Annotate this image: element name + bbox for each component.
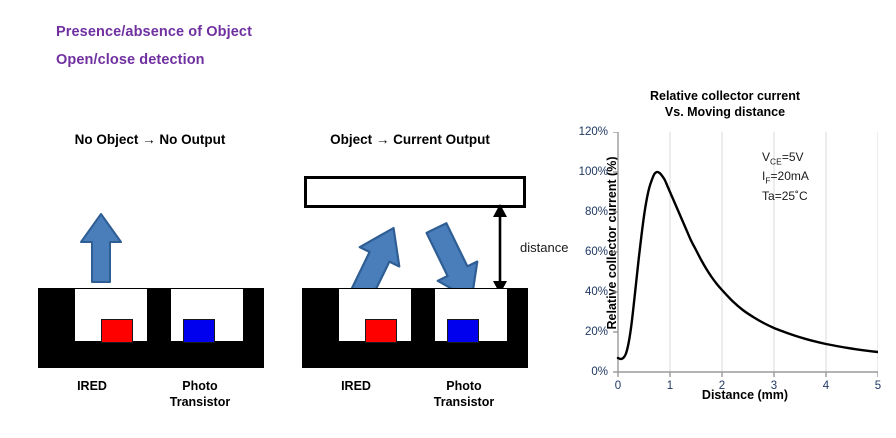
sensor-housing-no-object	[38, 288, 264, 368]
device-label-ired: IRED	[341, 379, 371, 393]
ired-chip	[365, 319, 397, 343]
device-label-phototransistor: Photo Transistor	[433, 379, 495, 409]
heading-line-1: Presence/absence of Object	[56, 24, 253, 40]
annotation-vce: VCE=5V	[762, 150, 804, 167]
chart-x-axis-title: Distance (mm)	[701, 388, 789, 402]
chart-y-tick: 80%	[584, 206, 608, 218]
chart-y-tick: 20%	[584, 326, 608, 338]
chart-x-tick: 2	[718, 380, 726, 392]
chart-x-tick: 1	[666, 380, 674, 392]
chart-curve-series	[616, 170, 878, 361]
chart-axis-lines	[617, 132, 878, 373]
chart-annotations: VCE=5V IF=20mA Ta=25˚C	[762, 150, 809, 204]
chart-x-tick: 4	[822, 380, 830, 392]
ired-chip	[101, 319, 133, 343]
slide-headings: Presence/absence of Object Open/close de…	[56, 18, 252, 74]
chart-y-tick: 60%	[584, 246, 608, 258]
phototransistor-chip	[447, 319, 479, 343]
chart-y-tick: 0%	[591, 366, 608, 378]
object-bar	[304, 176, 526, 208]
sensor-housing-object	[302, 288, 528, 368]
chart-plot-area	[613, 132, 878, 377]
distance-label: distance	[520, 240, 569, 255]
heading-line-2: Open/close detection	[56, 52, 205, 68]
chart-y-tick: 120%	[578, 126, 608, 138]
relative-collector-current-chart: Relative collector current Vs. Moving di…	[566, 88, 884, 410]
panel-no-object-title: No Object → No Output	[74, 132, 226, 147]
reflected-light-arrow-icon	[425, 222, 479, 302]
chart-tick-marks	[613, 132, 878, 377]
phototransistor-chip	[183, 319, 215, 343]
device-label-ired: IRED	[77, 379, 107, 393]
annotation-ta: Ta=25˚C	[762, 188, 808, 203]
emitted-light-arrow-icon	[80, 213, 122, 283]
chart-gridlines	[669, 132, 878, 372]
chart-x-tick: 5	[874, 380, 882, 392]
panel-object-present: Object → Current Output distance IRED Ph…	[288, 132, 568, 422]
chart-x-tick: 0	[614, 380, 622, 392]
annotation-if: IF=20mA	[762, 169, 809, 186]
panel-object-title: Object → Current Output	[330, 132, 490, 147]
panel-no-object: No Object → No Output IRED Photo Transis…	[20, 132, 280, 422]
chart-y-tick: 100%	[578, 166, 608, 178]
chart-title: Relative collector current Vs. Moving di…	[649, 89, 801, 119]
device-label-phototransistor: Photo Transistor	[169, 379, 231, 409]
distance-measure-arrow-icon	[493, 204, 507, 294]
chart-x-tick: 3	[770, 380, 778, 392]
chart-y-tick: 40%	[584, 286, 608, 298]
